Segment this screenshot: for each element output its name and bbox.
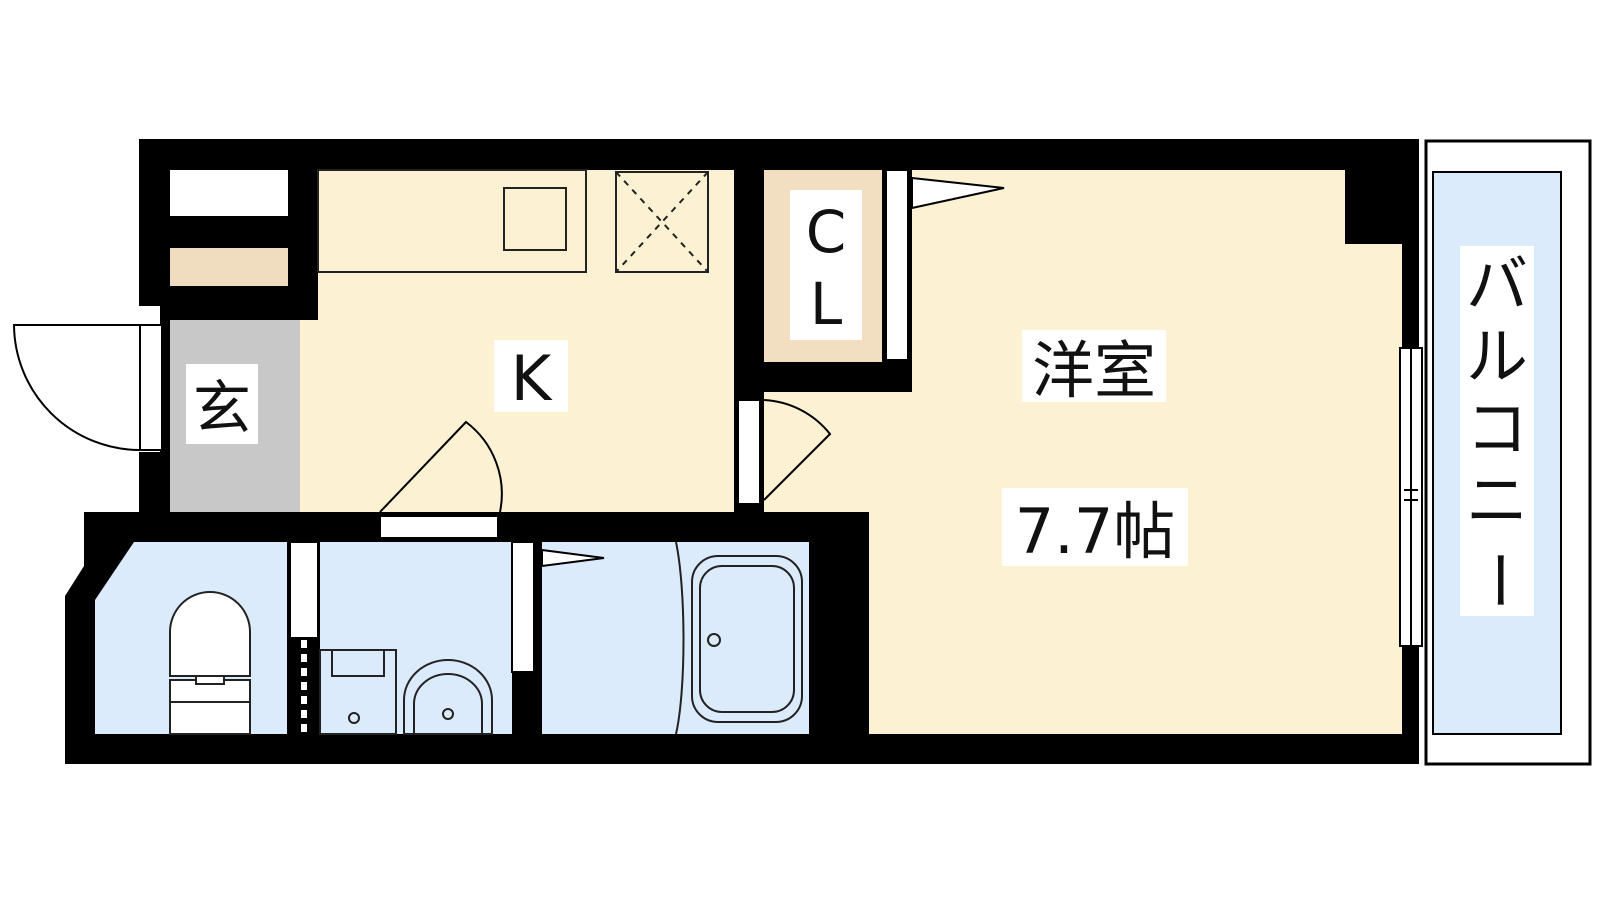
shoe-shelf-middle: [170, 248, 288, 286]
door-jambs: [289, 169, 909, 673]
toilet-fixture: [169, 591, 251, 735]
closet-label-c: C: [806, 198, 847, 266]
balcony-char: ー: [1462, 549, 1535, 611]
bathtub: [675, 541, 803, 735]
washroom-floor: [320, 542, 512, 734]
fridge-space: [615, 171, 709, 273]
labels: 玄 K C L 洋室 7.7帖 バ ル コ ニ ー: [186, 190, 1535, 616]
shoe-shelf-top: [170, 170, 288, 216]
closet-label-l: L: [810, 270, 842, 338]
western-room-floor: [764, 170, 1402, 734]
room-size-label: 7.7帖: [1015, 495, 1176, 568]
kitchen-fixtures: [317, 169, 709, 273]
washroom-fixtures: [319, 649, 493, 735]
balcony-char: バ: [1466, 248, 1528, 321]
shoe-shelf-slats: [170, 291, 288, 309]
balcony-char: ニ: [1466, 464, 1528, 537]
balcony-label: バ ル コ ニ ー: [1462, 248, 1535, 611]
entrance-jamb: [139, 324, 163, 451]
door-swings: [12, 176, 1005, 568]
kitchen-sink: [503, 187, 567, 251]
balcony-char: コ: [1466, 392, 1528, 465]
genkan-label: 玄: [193, 374, 251, 442]
windows: [130, 306, 1423, 647]
kitchen-label: K: [511, 342, 553, 415]
balcony-char: ル: [1466, 320, 1528, 393]
kitchen-counter: [317, 169, 587, 273]
toilet-bowl: [169, 591, 251, 677]
toilet-tank: [169, 679, 251, 735]
room-name-label: 洋室: [1032, 334, 1156, 407]
wash-basin: [403, 659, 493, 735]
